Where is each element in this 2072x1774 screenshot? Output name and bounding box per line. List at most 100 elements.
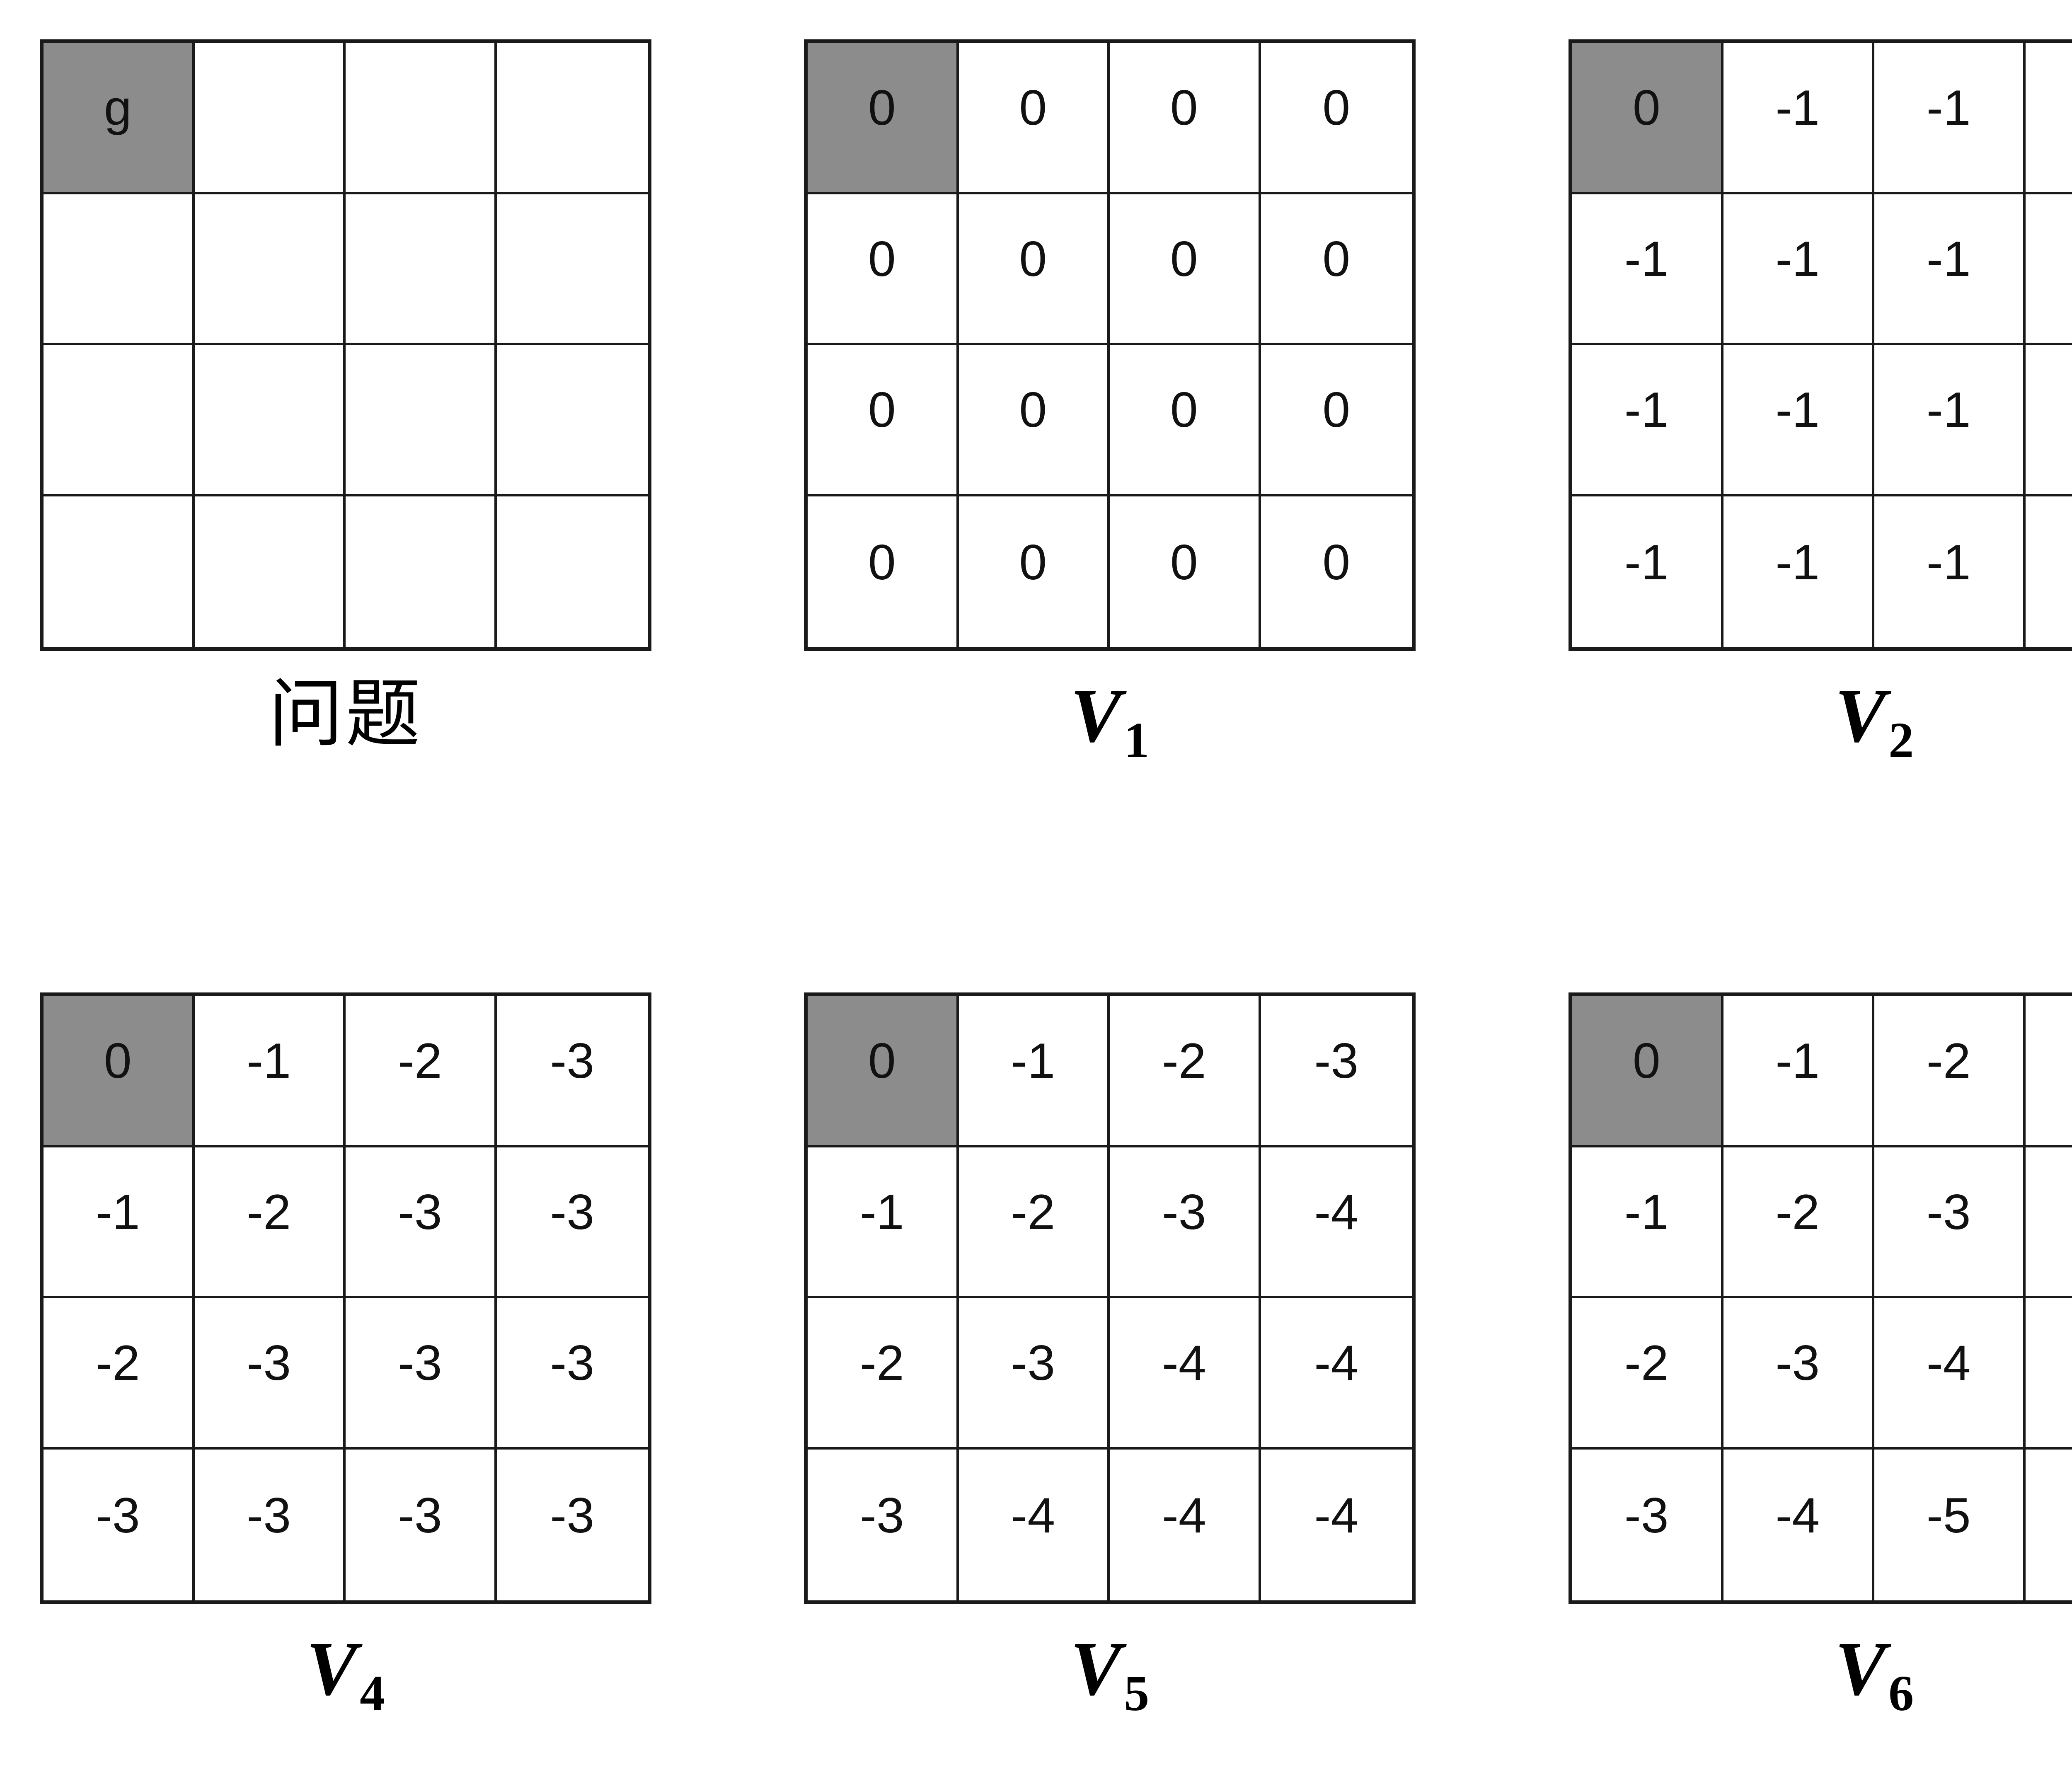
grid-cell: -4 <box>1261 1147 1412 1298</box>
grid-cell: -3 <box>194 1449 346 1600</box>
grid-cell: 0 <box>1261 345 1412 496</box>
grid-cell: -3 <box>1110 1147 1261 1298</box>
caption-subscript: 2 <box>1888 712 1914 768</box>
grid-cell: -3 <box>496 996 648 1147</box>
grid-cell: 0 <box>1261 194 1412 345</box>
grid-cell: -1 <box>1874 496 2026 647</box>
caption-subscript: 6 <box>1888 1665 1914 1721</box>
grid-cell: -2 <box>1723 1147 1874 1298</box>
grid-cell: 0 <box>1261 496 1412 647</box>
grid-cell: -1 <box>2025 496 2072 647</box>
grid-cell <box>194 496 346 647</box>
value-grid-v4: 0-1-2-3-1-2-3-3-2-3-3-3-3-3-3-3 <box>40 992 651 1604</box>
grid-cell: -1 <box>1723 496 1874 647</box>
grid-cell: -1 <box>1572 194 1723 345</box>
caption-text: V2 <box>1835 673 1914 766</box>
grid-cell: -1 <box>1572 496 1723 647</box>
grid-caption-problem: 问题 <box>40 678 651 752</box>
grid-cell: 0 <box>1110 43 1261 194</box>
grid-cell: -4 <box>1723 1449 1874 1600</box>
grid-cell: -2 <box>1572 1298 1723 1450</box>
grid-cell: -1 <box>44 1147 195 1298</box>
grid-cell: 0 <box>1261 43 1412 194</box>
caption-text: V1 <box>1070 673 1149 766</box>
grid-cell: -1 <box>2025 43 2072 194</box>
grid-cell <box>44 345 195 496</box>
grid-cell: -3 <box>1572 1449 1723 1600</box>
grid-cell: -2 <box>1874 996 2026 1147</box>
grid-cell: -1 <box>1874 43 2026 194</box>
grid-cell <box>194 345 346 496</box>
grid-cell: -1 <box>959 996 1110 1147</box>
grid-cell: -2 <box>1110 996 1261 1147</box>
caption-text: V4 <box>306 1626 385 1719</box>
grid-cell: -1 <box>1723 345 1874 496</box>
value-grid-v6: 0-1-2-3-1-2-3-4-2-3-4-5-3-4-5-5 <box>1569 992 2072 1604</box>
grid-cell: -3 <box>194 1298 346 1450</box>
grid-cell: -4 <box>1261 1298 1412 1450</box>
grid-cell: 0 <box>1110 345 1261 496</box>
grid-cell: 0 <box>808 194 959 345</box>
caption-subscript: 1 <box>1124 712 1150 768</box>
grid-cell: 0 <box>959 345 1110 496</box>
grid-cell <box>346 43 497 194</box>
grid-caption-v2: V2 <box>1569 678 2072 766</box>
grid-cell: -3 <box>346 1449 497 1600</box>
grid-cell-start: 0 <box>808 996 959 1147</box>
grid-cell <box>194 194 346 345</box>
caption-symbol: V <box>1835 673 1886 758</box>
grid-cell: -3 <box>496 1298 648 1450</box>
grid-cell: -2 <box>44 1298 195 1450</box>
grid-cell <box>44 194 195 345</box>
grid-cell: -2 <box>959 1147 1110 1298</box>
grid-cell: -2 <box>194 1147 346 1298</box>
grid-cell: -3 <box>1874 1147 2026 1298</box>
grid-cell: -1 <box>1723 43 1874 194</box>
caption-symbol: V <box>1835 1626 1886 1711</box>
grid-cell: -1 <box>2025 194 2072 345</box>
grid-cell: -4 <box>1261 1449 1412 1600</box>
grid-cell-start: g <box>44 43 195 194</box>
grid-cell: -1 <box>1874 194 2026 345</box>
grid-cell: -3 <box>1261 996 1412 1147</box>
grid-cell: -5 <box>2025 1449 2072 1600</box>
grid-cell <box>496 43 648 194</box>
grid-caption-v5: V5 <box>804 1631 1416 1719</box>
grid-cell: -3 <box>2025 996 2072 1147</box>
grid-cell: -3 <box>959 1298 1110 1450</box>
grid-cell-start: 0 <box>1572 996 1723 1147</box>
caption-subscript: 4 <box>360 1665 385 1721</box>
grid-cell <box>346 194 497 345</box>
caption-subscript: 5 <box>1124 1665 1150 1721</box>
grid-cell: -1 <box>194 996 346 1147</box>
grid-cell: -5 <box>2025 1298 2072 1450</box>
grid-cell: -1 <box>1723 996 1874 1147</box>
grid-cell: -1 <box>1572 1147 1723 1298</box>
caption-symbol: V <box>306 1626 358 1711</box>
grid-caption-v1: V1 <box>804 678 1416 766</box>
grid-cell-start: 0 <box>1572 43 1723 194</box>
grid-cell: -1 <box>1874 345 2026 496</box>
caption-text: V5 <box>1070 1626 1149 1719</box>
grid-cell: -3 <box>496 1147 648 1298</box>
value-grid-v5: 0-1-2-3-1-2-3-4-2-3-4-4-3-4-4-4 <box>804 992 1416 1604</box>
grid-cell <box>346 496 497 647</box>
grid-cell: -1 <box>2025 345 2072 496</box>
grid-cell: -4 <box>1874 1298 2026 1450</box>
grid-cell: -3 <box>346 1298 497 1450</box>
grid-cell <box>346 345 497 496</box>
grid-cell: -3 <box>44 1449 195 1600</box>
caption-text: 问题 <box>268 673 423 756</box>
grid-caption-v4: V4 <box>40 1631 651 1719</box>
grid-cell: -1 <box>1723 194 1874 345</box>
grid-cell: 0 <box>959 496 1110 647</box>
grid-cell: -1 <box>1572 345 1723 496</box>
grid-cell: -4 <box>1110 1298 1261 1450</box>
grid-cell: -1 <box>808 1147 959 1298</box>
caption-symbol: V <box>1070 1626 1122 1711</box>
grid-cell: 0 <box>808 345 959 496</box>
grid-cell: -3 <box>346 1147 497 1298</box>
caption-text: V6 <box>1835 1626 1914 1719</box>
grid-cell <box>496 496 648 647</box>
grid-cell: -4 <box>959 1449 1110 1600</box>
